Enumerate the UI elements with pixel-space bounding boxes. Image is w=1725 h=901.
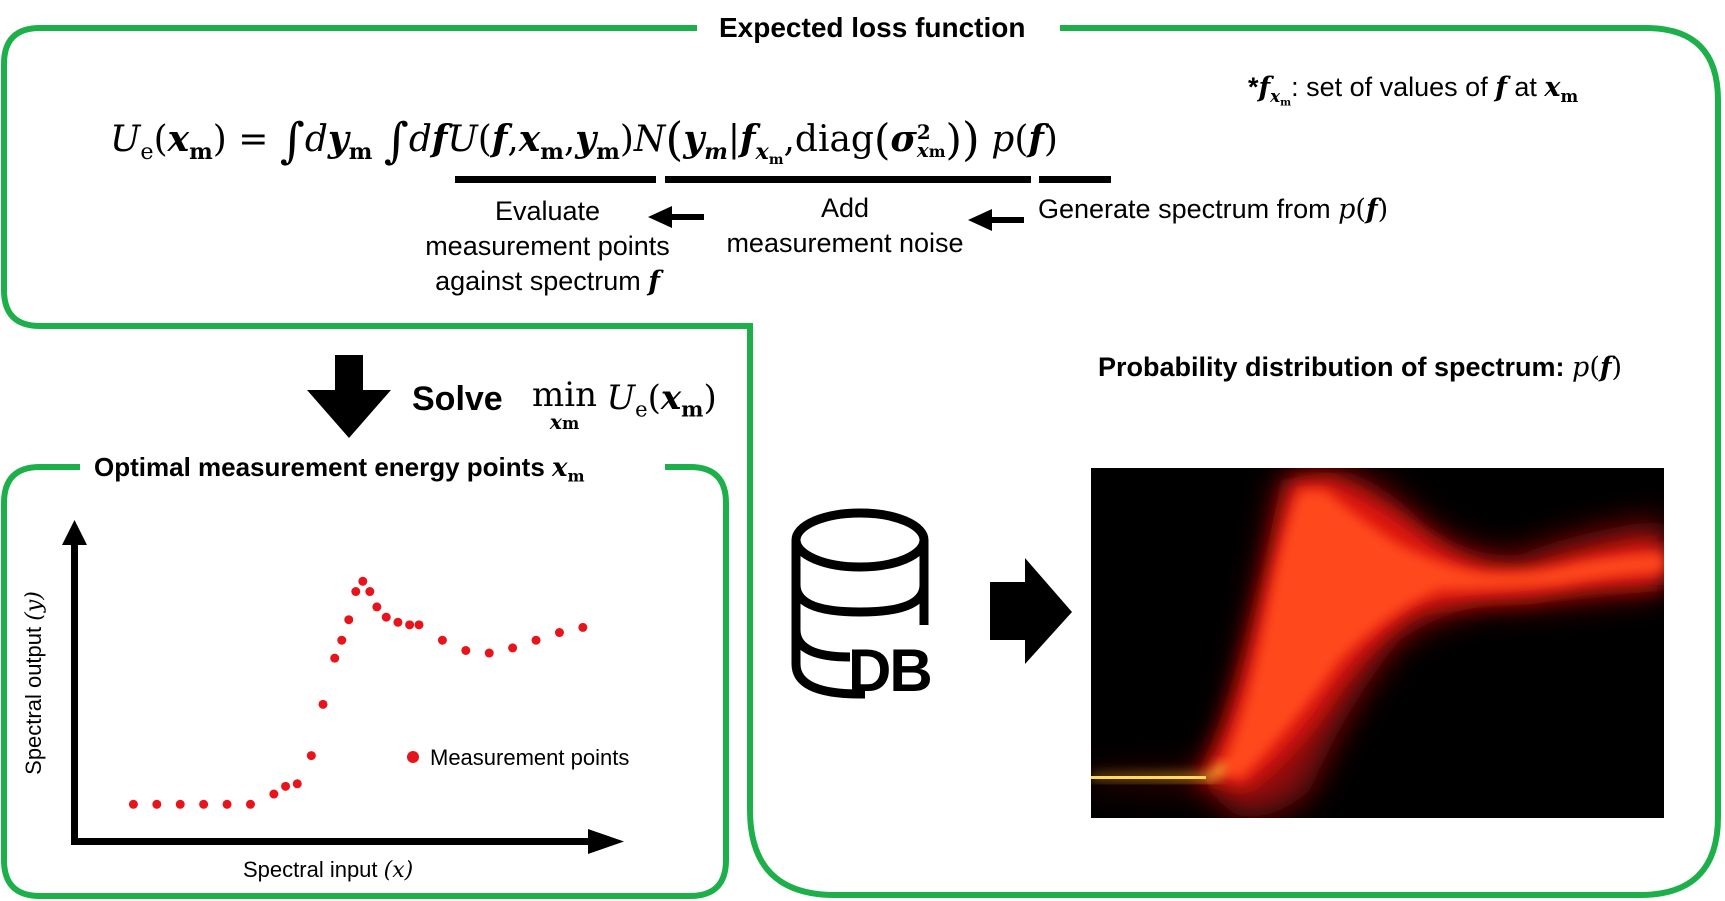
measurement-point [484, 648, 494, 658]
probability-heatmap [1091, 468, 1664, 818]
measurement-point [337, 635, 347, 645]
underline-U [455, 176, 656, 183]
arrow-gen-to-noise [968, 209, 1024, 231]
generate-label: Generate spectrum from p(f) [1038, 194, 1389, 225]
measurement-point [461, 645, 471, 655]
distribution-title: Probability distribution of spectrum: p(… [1098, 352, 1623, 383]
measurement-point [199, 799, 209, 809]
legend-label: Measurement points [430, 745, 630, 770]
expected-loss-equation: Ue(xm) = ∫dym ∫dfU(f,xm,ym)N(ym|fxm,diag… [110, 112, 1058, 169]
measurement-points-layer [128, 576, 588, 809]
optimal-box-outline [1, 464, 729, 899]
underline-N [665, 176, 1031, 183]
measurement-point [222, 799, 232, 809]
evaluate-label: Evaluate measurement points against spec… [425, 196, 670, 297]
optimal-box-title: Optimal measurement energy points xm [80, 452, 599, 486]
measurement-point [245, 799, 255, 809]
solve-label: Solve [412, 380, 503, 418]
legend-marker [407, 751, 419, 763]
x-axis-label: Spectral input (x) [243, 857, 414, 883]
measurement-point [175, 799, 185, 809]
loss-box-title: Expected loss function [705, 12, 1040, 44]
measurement-point [330, 653, 340, 663]
measurement-point [531, 635, 541, 645]
measurement-point [578, 622, 588, 632]
loss-box-outline [1, 25, 1721, 898]
chart-axes [62, 520, 624, 854]
measurement-point [128, 799, 138, 809]
measurement-point [351, 587, 361, 597]
database-icon [791, 508, 929, 699]
measurement-point [405, 620, 415, 630]
measurement-point [269, 789, 279, 799]
measurement-point [365, 587, 375, 597]
measurement-point [152, 799, 162, 809]
measurement-point [393, 617, 403, 627]
measurement-point [318, 699, 328, 709]
measurement-point [508, 643, 518, 653]
y-axis-label: Spectral output (y) [20, 591, 47, 775]
measurement-point [292, 779, 302, 789]
measurement-point [344, 615, 354, 625]
measurement-point [372, 602, 382, 612]
measurement-point [306, 751, 316, 761]
db-label: DB [848, 637, 933, 704]
solve-down-arrow [307, 355, 391, 438]
underline-p [1039, 176, 1111, 183]
fxm-note: *fxm: set of values of f at xm [1248, 72, 1579, 109]
solve-expression: min xm Ue(xm) [532, 375, 717, 434]
measurement-point [554, 628, 564, 638]
db-right-arrow [990, 558, 1072, 664]
measurement-point [281, 781, 291, 791]
add-noise-label: Add measurement noise [726, 193, 964, 258]
measurement-point [437, 635, 447, 645]
measurement-point [358, 576, 368, 586]
measurement-point [381, 612, 391, 622]
measurement-point [414, 620, 424, 630]
arrow-noise-to-eval [648, 206, 704, 228]
